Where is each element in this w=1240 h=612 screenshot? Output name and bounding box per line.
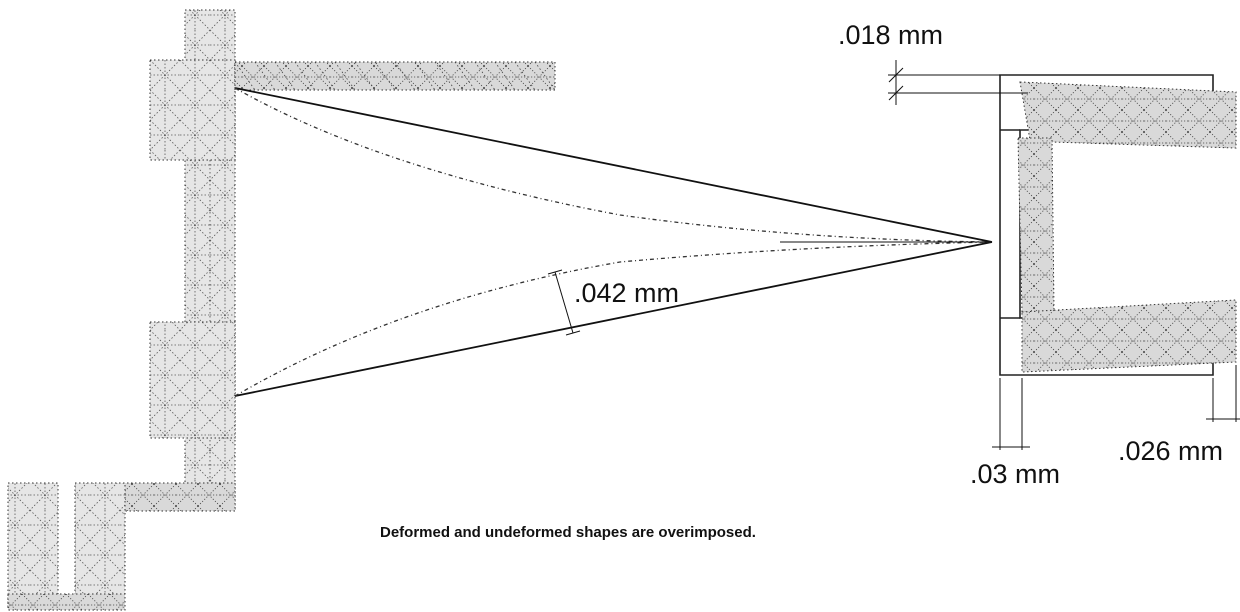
left-foot-base — [7, 593, 126, 611]
left-width-label: .03 mm — [970, 459, 1060, 489]
right-c-structure — [888, 60, 1240, 450]
top-gap-tick-1 — [888, 67, 904, 83]
top-gap-tick-2 — [888, 85, 904, 101]
beam-shapes — [234, 87, 993, 397]
diagram-caption: Deformed and undeformed shapes are overi… — [380, 524, 756, 541]
beam-deflection-tick-bottom — [565, 330, 581, 336]
beam-deformed-top — [234, 87, 993, 243]
top-gap-label: .018 mm — [838, 20, 943, 50]
c-bottom-arm-deformed — [1021, 299, 1237, 373]
beam-undeformed-bottom — [234, 241, 993, 397]
beam-deflection-dimension — [554, 271, 574, 334]
left-foot-inner — [74, 482, 126, 610]
top-horizontal-arm — [234, 61, 556, 91]
beam-deflection-label: .042 mm — [574, 278, 679, 308]
left-top-flange — [149, 59, 236, 161]
left-mid-flange — [149, 321, 236, 439]
right-width-label: .026 mm — [1118, 436, 1223, 466]
left-anchor-structure — [7, 9, 556, 611]
beam-deflection-tick-top — [547, 269, 563, 275]
c-web-deformed — [1017, 137, 1055, 313]
left-foot-outer — [7, 482, 59, 610]
top-arm-mesh — [234, 61, 556, 91]
beam-undeformed-top — [234, 87, 993, 243]
beam-deformed-bottom — [234, 241, 993, 397]
c-top-arm-deformed — [1019, 81, 1237, 149]
